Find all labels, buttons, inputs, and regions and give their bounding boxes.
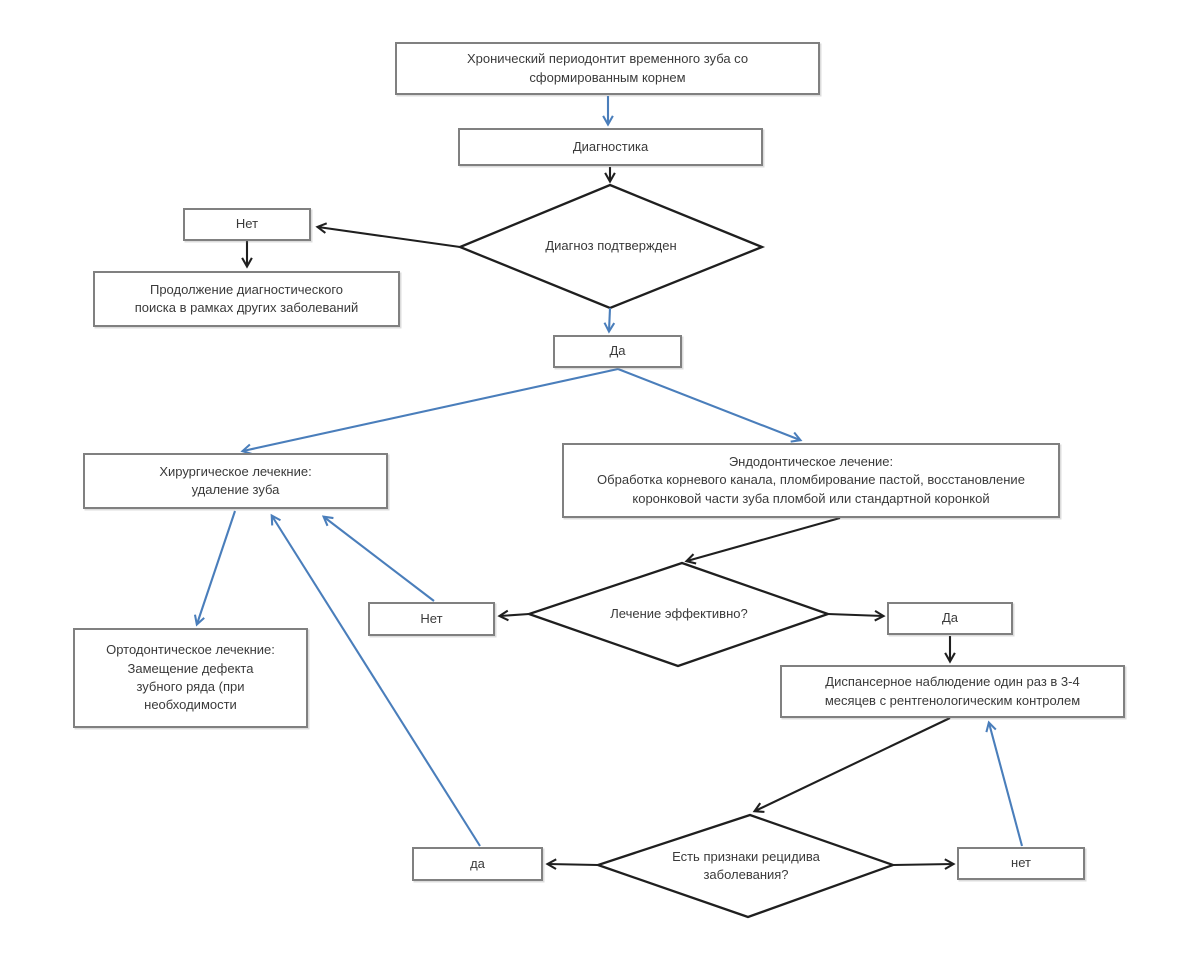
arrow-relapse-to-yes-bottom [545,858,599,870]
decision-treatment-effective [525,561,832,668]
no-bottom-box: нет [957,847,1085,880]
arrow-no-mid-to-surgical [321,515,435,602]
yes-mid-box: Да [887,602,1013,635]
arrow-surgical-to-orthodontic [193,510,236,627]
arrow-yes-top-to-surgical [240,367,619,456]
surgical-treatment-box: Хирургическое лечекние: удаление зуба [83,453,388,509]
no-mid-box: Нет [368,602,495,636]
decision-relapse [594,813,897,919]
start-box: Хронический периодонтит временного зуба … [395,42,820,95]
decision-diagnosis-confirmed [456,183,766,310]
continue-search-box: Продолжение диагностического поиска в ра… [93,271,400,327]
yes-top-box: Да [553,335,682,368]
arrow-decision-to-yes-top [603,307,616,334]
arrow-decision-to-no-top [315,222,461,249]
arrow-yes-bottom-to-surgical [270,513,481,847]
diagnostics-box: Диагностика [458,128,763,166]
no-top-box: Нет [183,208,311,241]
arrow-no-bottom-to-dispensary [985,720,1024,847]
arrow-dispensary-to-relapse [752,717,951,813]
yes-bottom-box: да [412,847,543,881]
arrow-yes-top-to-endodontic [617,368,803,443]
arrow-relapse-to-no-bottom [892,858,956,870]
orthodontic-treatment-box: Ортодонтическое лечекние: Замещение дефе… [73,628,308,728]
dispensary-observation-box: Диспансерное наблюдение один раз в 3-4 м… [780,665,1125,718]
arrow-endodontic-to-effective [684,516,841,565]
arrow-effective-to-yes-mid [827,609,886,622]
arrow-effective-to-no-mid [497,609,530,622]
endodontic-treatment-box: Эндодонтическое лечение: Обработка корне… [562,443,1060,518]
